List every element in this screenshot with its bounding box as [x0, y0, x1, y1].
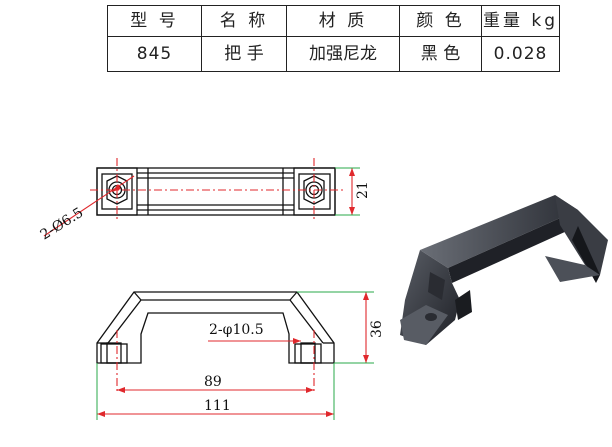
dim-hole-top: 2-Ø6.5	[38, 205, 87, 244]
dim-hole-front: 2-φ10.5	[209, 322, 264, 338]
value-material: 加强尼龙	[286, 36, 400, 72]
header-name: 名 称	[201, 5, 287, 37]
value-color: 黑 色	[399, 36, 482, 72]
dim-height-top: 21	[355, 181, 371, 199]
value-name: 把 手	[201, 36, 287, 72]
spec-value-row: 845 把 手 加强尼龙 黑 色 0.028	[107, 36, 560, 72]
dim-height-front: 36	[369, 320, 385, 338]
header-model: 型 号	[107, 5, 202, 37]
right-mount-block	[293, 167, 336, 216]
spec-table: 型 号 名 称 材 质 颜 色 重量 kg 845 把 手 加强尼龙 黑 色 0…	[107, 5, 560, 72]
dim-hole-spacing: 89	[204, 374, 222, 390]
header-weight: 重量 kg	[481, 5, 560, 37]
value-weight: 0.028	[481, 36, 560, 72]
dim-total-length: 111	[204, 398, 231, 414]
product-3d-render	[400, 195, 608, 345]
spec-header-row: 型 号 名 称 材 质 颜 色 重量 kg	[107, 5, 560, 37]
header-color: 颜 色	[399, 5, 482, 37]
left-mount-block	[96, 167, 138, 216]
